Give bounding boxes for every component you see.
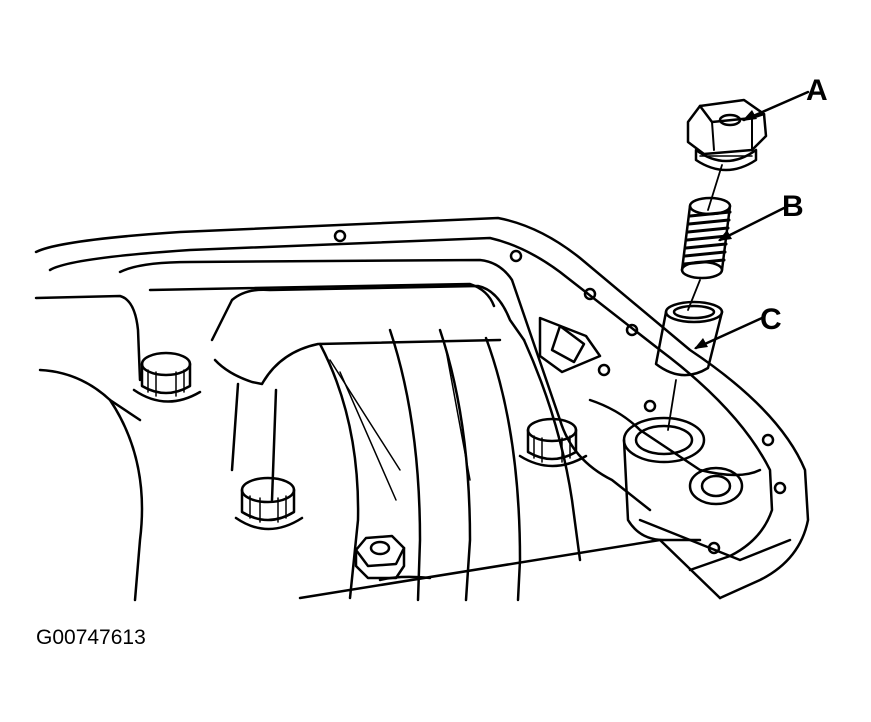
part-c-sleeve (654, 300, 724, 377)
hex-nut-bottom (354, 534, 406, 580)
housing-left-wall (34, 294, 142, 382)
leader-c (694, 316, 764, 350)
side-port-outer (688, 466, 744, 506)
part-b-spring (680, 196, 732, 280)
housing-left-lower (108, 398, 144, 602)
callout-label-a: A (806, 74, 828, 107)
rib-5 (522, 338, 582, 562)
bridge-leg-right (270, 388, 278, 502)
flange-hole-3 (583, 287, 597, 301)
part-a-plug-bolt (686, 98, 768, 172)
flange-hole-5 (643, 399, 657, 413)
bridge-lower (213, 338, 502, 386)
flange-hole-4 (625, 323, 639, 337)
flange-hole-1 (333, 229, 347, 243)
arrowhead-a (742, 110, 757, 121)
assembly-axis-line (667, 164, 723, 431)
flange-hole-6 (597, 363, 611, 377)
rib-2 (388, 328, 422, 602)
flange-hole-9 (773, 481, 787, 495)
right-ledge-lower (638, 518, 792, 562)
side-port-inner (700, 474, 732, 498)
right-ledge (588, 398, 762, 477)
housing-flange-outline (34, 216, 810, 600)
channel-slot (550, 324, 586, 364)
callout-label-c: C (760, 303, 782, 336)
top-rail-inner (148, 282, 496, 308)
shade-3 (445, 349, 471, 481)
housing-left-step (38, 368, 142, 422)
bridge-arch (210, 284, 526, 342)
cap-screw-left-top (132, 351, 202, 403)
arrowhead-c (694, 338, 708, 349)
shade-2 (339, 371, 397, 501)
bore-hole-inner (634, 424, 694, 456)
cap-screw-center (518, 417, 588, 468)
flange-hole-8 (707, 541, 721, 555)
callout-label-b: B (782, 190, 804, 223)
rib-4 (484, 336, 522, 602)
cap-screw-left-bottom (234, 476, 304, 531)
channel-outer (538, 316, 602, 374)
housing-flange-inner (48, 236, 774, 572)
flange-hole-2 (509, 249, 523, 263)
arrowhead-b (718, 230, 732, 241)
rib-1 (318, 342, 360, 600)
boss-wall (622, 438, 702, 542)
floor-line (298, 538, 722, 600)
bridge-leg-left (230, 382, 240, 472)
flange-hole-7 (761, 433, 775, 447)
rib-3 (438, 328, 472, 602)
figure-id: G00747613 (36, 626, 146, 649)
shade-1 (329, 359, 401, 471)
leader-b (718, 206, 786, 242)
top-rail-outer (118, 258, 652, 512)
